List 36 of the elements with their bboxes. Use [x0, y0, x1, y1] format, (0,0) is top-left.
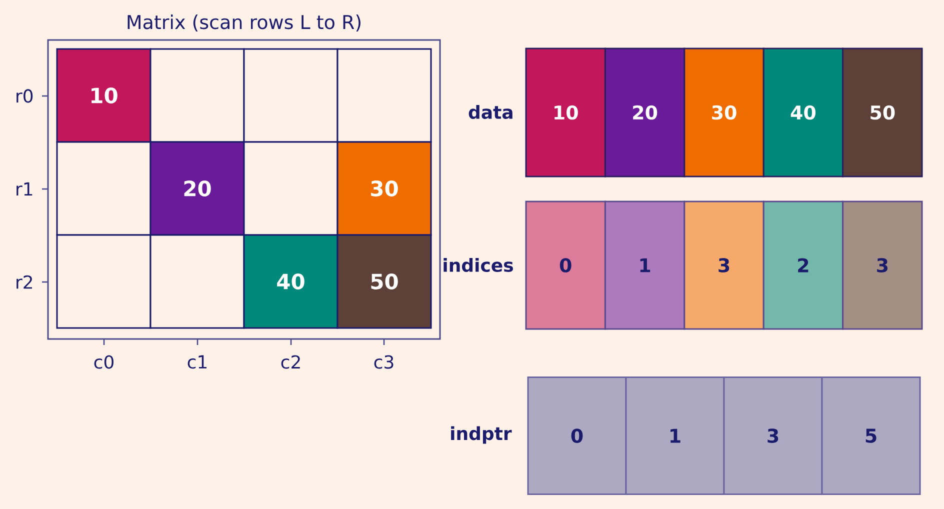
matrix-cell: [336, 48, 432, 143]
matrix-cell: 30: [336, 141, 432, 236]
row-label: data: [468, 105, 512, 119]
tick-label: c2: [281, 355, 300, 369]
plot-title: Matrix (scan rows L to R): [128, 14, 360, 32]
matrix-cell: [56, 141, 152, 236]
array-cell: 20: [604, 48, 686, 178]
tick-label: r0: [16, 89, 33, 103]
tick-label: c0: [94, 355, 114, 369]
tick-label: r1: [16, 182, 32, 196]
array-cell: 1: [604, 200, 686, 330]
array-cell: 3: [842, 200, 923, 330]
array-cell: 1: [625, 376, 725, 496]
array-cell: 30: [684, 48, 764, 178]
matrix-cell: [150, 234, 245, 329]
matrix-cell: [150, 48, 245, 143]
row-label: indices: [444, 258, 513, 272]
array-cell: 0: [525, 200, 606, 330]
array-cell: 10: [525, 48, 606, 178]
matrix-cell: 50: [336, 234, 432, 329]
array-cell: 2: [762, 200, 844, 330]
matrix-cell: 10: [56, 48, 152, 143]
tick-label: c3: [374, 355, 394, 369]
array-cell: 40: [762, 48, 844, 178]
tick-label: r2: [16, 275, 32, 289]
matrix-cell: [243, 141, 338, 236]
array-cell: 5: [821, 376, 921, 496]
array-cell: 0: [527, 376, 627, 496]
array-cell: 3: [723, 376, 823, 496]
matrix-cell: 20: [150, 141, 245, 236]
array-cell: 50: [842, 48, 923, 178]
matrix-cell: 40: [243, 234, 338, 329]
matrix-cell: [56, 234, 152, 329]
array-cell: 3: [684, 200, 764, 330]
tick-label: c1: [188, 355, 207, 369]
matrix-cell: [243, 48, 338, 143]
